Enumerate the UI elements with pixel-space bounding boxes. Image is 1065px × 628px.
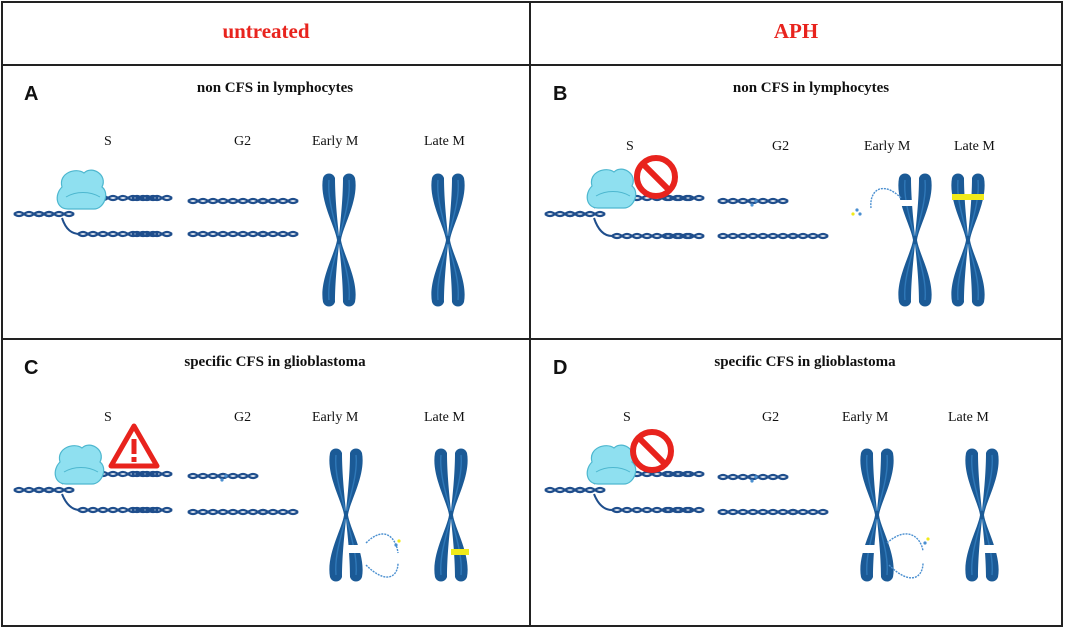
panel-c-s-fork [12,423,174,514]
panel-d-phase-early-m: Early M [842,410,889,425]
panel-c-title: specific CFS in glioblastoma [184,354,366,370]
chromosome-icon [851,172,933,308]
panel-c-phase-s: S [104,410,112,425]
panel-a-graphics [12,169,466,308]
panel-d-title: specific CFS in glioblastoma [714,354,896,370]
grid-header-divider [1,64,1063,66]
polymerase-icon [586,444,637,485]
panel-b-g2-dna [716,197,830,240]
stop-icon [637,158,675,196]
grid-outer-bottom [1,625,1063,627]
polymerase-icon [54,444,105,485]
chromosome-icon [964,447,1002,583]
panel-b-graphics [543,158,986,308]
panel-b-s-fork [543,158,706,240]
panel-c-graphics [12,423,469,583]
panel-d-phase-g2: G2 [762,410,780,425]
chromosome-icon [321,172,357,308]
chromosome-icon [950,172,986,308]
chromosome-icon [430,172,466,308]
grid-row-divider [1,338,1063,340]
panel-b-phase-g2: G2 [772,139,790,154]
header-aph: APH [773,19,819,43]
grid-outer-top [1,1,1063,3]
chromosome-icon [859,447,930,583]
panel-a-phase-late-m: Late M [424,134,465,149]
panel-b-phase-early-m: Early M [864,139,911,154]
panel-c-letter: C [24,357,39,379]
panel-c-phase-early-m: Early M [312,410,359,425]
grid-center-divider [529,1,531,627]
panel-d-graphics [543,432,1002,583]
panel-a-title: non CFS in lymphocytes [196,80,354,96]
chromosome-icon [433,447,469,583]
panel-d-s-fork [543,432,706,514]
panel-c-phase-g2: G2 [234,410,252,425]
panel-a-letter: A [24,83,39,105]
panel-d-phase-late-m: Late M [948,410,989,425]
panel-a-s-fork [12,169,174,238]
header-untreated: untreated [222,19,310,43]
panel-b-title: non CFS in lymphocytes [732,80,890,96]
panel-a-g2-dna [186,197,300,238]
polymerase-icon [56,169,107,210]
panel-d-g2-dna [716,473,830,516]
chromosome-icon [328,447,401,583]
panel-a-phase-s: S [104,134,112,149]
panel-d-phase-s: S [623,410,631,425]
panel-b-letter: B [553,83,568,105]
stop-icon [633,432,671,470]
panel-a-phase-g2: G2 [234,134,252,149]
panel-b-phase-s: S [626,139,634,154]
panel-c-phase-late-m: Late M [424,410,465,425]
polymerase-icon [586,168,637,209]
panel-c-g2-dna [186,472,300,516]
panel-b-phase-late-m: Late M [954,139,995,154]
panel-a-phase-early-m: Early M [312,134,359,149]
panel-d-letter: D [553,357,568,379]
grid-outer-left [1,1,3,627]
grid-outer-right [1061,1,1063,627]
warning-icon [108,423,160,469]
